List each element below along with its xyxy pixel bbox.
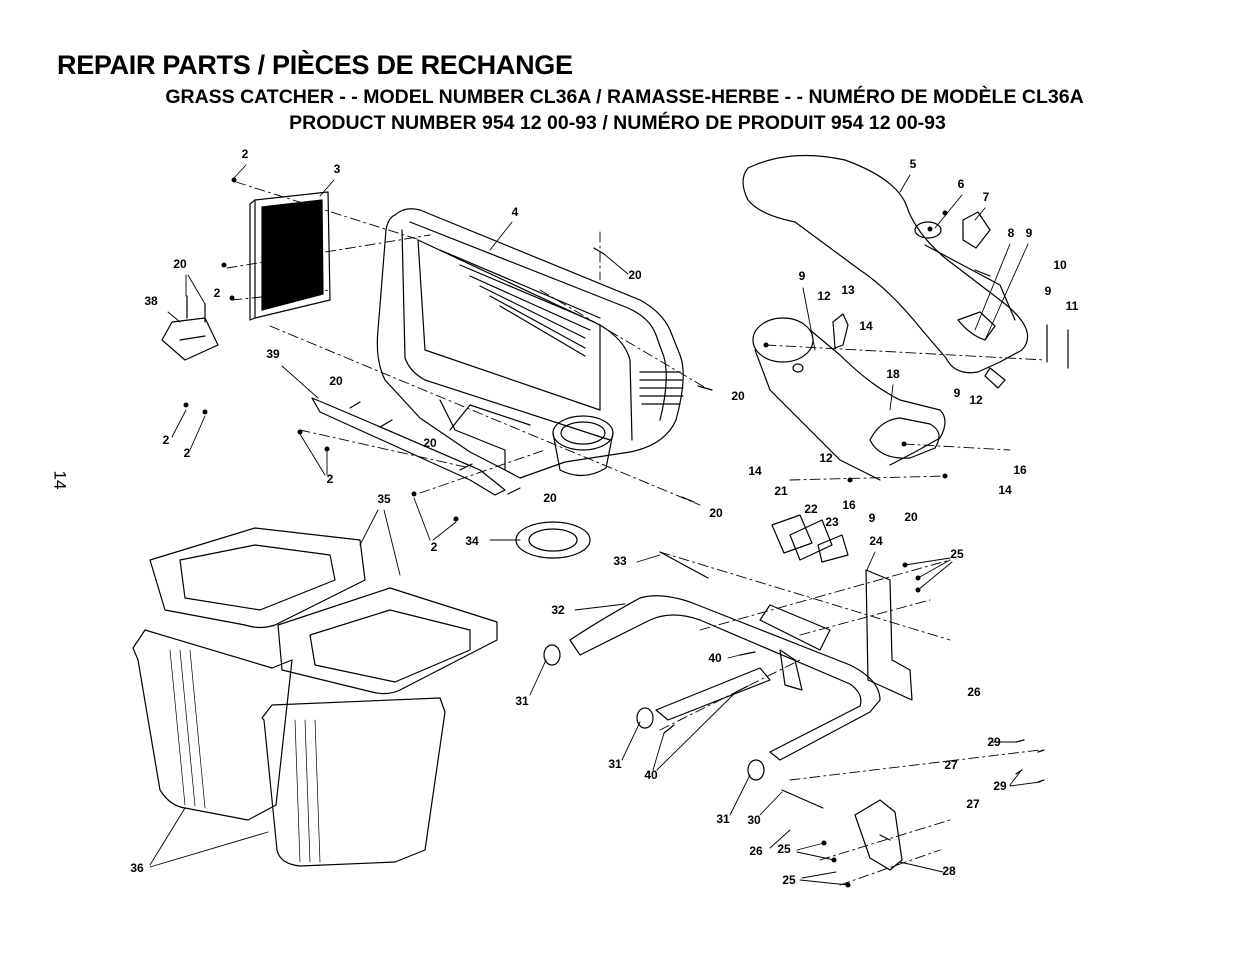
part-callout-29: 29	[987, 735, 1001, 749]
part-31-caps	[543, 644, 765, 781]
product-subtitle: PRODUCT NUMBER 954 12 00-93 / NUMÉRO DE …	[289, 112, 946, 134]
part-callout-20: 20	[329, 374, 343, 388]
part-callout-28: 28	[942, 864, 956, 878]
part-callout-9: 9	[1045, 284, 1052, 298]
part-callout-21: 21	[774, 484, 788, 498]
part-callout-34: 34	[465, 534, 479, 548]
part-callout-20: 20	[709, 506, 723, 520]
part-callout-12: 12	[817, 289, 831, 303]
part-callout-12: 12	[819, 451, 833, 465]
part-callout-8: 8	[1008, 226, 1015, 240]
part-36-bins	[132, 629, 446, 867]
part-callout-14: 14	[859, 319, 873, 333]
part-callout-9: 9	[1026, 226, 1033, 240]
part-callout-9: 9	[799, 269, 806, 283]
part-callout-2: 2	[242, 147, 249, 161]
part-callout-35: 35	[377, 492, 391, 506]
part-callout-40: 40	[644, 768, 658, 782]
part-callout-27: 27	[944, 758, 958, 772]
part-callout-40: 40	[708, 651, 722, 665]
part-callout-2: 2	[184, 446, 191, 460]
screws	[186, 247, 1069, 783]
part-callout-24: 24	[869, 534, 883, 548]
leader-lines	[149, 164, 1041, 886]
part-callout-4: 4	[512, 205, 519, 219]
part-callout-16: 16	[1013, 463, 1027, 477]
part-38-bracket	[161, 317, 219, 361]
part-callout-27: 27	[966, 797, 980, 811]
part-callout-32: 32	[551, 603, 565, 617]
part-30-pin	[781, 789, 824, 809]
part-callout-11: 11	[1066, 299, 1079, 313]
part-callout-33: 33	[613, 554, 627, 568]
part-callout-12: 12	[969, 393, 983, 407]
part-callout-2: 2	[431, 540, 438, 554]
part-callout-31: 31	[515, 694, 529, 708]
part-callout-20: 20	[628, 268, 642, 282]
part-callout-23: 23	[825, 515, 839, 529]
part-callout-2: 2	[163, 433, 170, 447]
part-callout-31: 31	[608, 757, 622, 771]
part-callout-25: 25	[950, 547, 964, 561]
part-34-ring	[515, 521, 591, 559]
part-33-rod	[659, 551, 709, 579]
part-5-chute	[742, 154, 1029, 389]
part-callout-30: 30	[747, 813, 761, 827]
part-callout-16: 16	[842, 498, 856, 512]
part-callout-26: 26	[749, 844, 763, 858]
part-callout-3: 3	[334, 162, 341, 176]
part-24-bracket	[865, 569, 913, 701]
part-callout-9: 9	[869, 511, 876, 525]
part-callout-31: 31	[716, 812, 730, 826]
part-callout-20: 20	[731, 389, 745, 403]
part-13-handle	[832, 313, 849, 349]
part-21-23-roller	[771, 514, 849, 563]
part-callout-20: 20	[173, 257, 187, 271]
page-title: REPAIR PARTS / PIÈCES DE RECHANGE	[57, 50, 573, 80]
part-callout-10: 10	[1053, 258, 1067, 272]
part-callout-7: 7	[983, 190, 990, 204]
part-callout-38: 38	[144, 294, 158, 308]
part-callout-9: 9	[954, 386, 961, 400]
part-32-frame	[569, 595, 881, 761]
part-callout-13: 13	[841, 283, 855, 297]
part-callout-20: 20	[904, 510, 918, 524]
part-7-latch	[962, 211, 991, 249]
part-callout-26: 26	[967, 685, 981, 699]
part-4-housing	[376, 208, 684, 479]
part-callout-22: 22	[804, 502, 818, 516]
part-callout-39: 39	[266, 347, 280, 361]
part-callout-25: 25	[777, 842, 791, 856]
part-callout-2: 2	[327, 472, 334, 486]
part-35-bags	[149, 527, 498, 695]
part-callout-5: 5	[910, 157, 917, 171]
part-callout-20: 20	[423, 436, 437, 450]
part-28-plate	[854, 799, 903, 871]
part-callout-36: 36	[130, 861, 144, 875]
part-callout-20: 20	[543, 491, 557, 505]
part-18-tube	[752, 317, 946, 481]
part-callout-14: 14	[748, 464, 762, 478]
alignment-lines	[226, 181, 1046, 886]
model-subtitle: GRASS CATCHER - - MODEL NUMBER CL36A / R…	[165, 86, 1084, 108]
part-callout-6: 6	[958, 177, 965, 191]
part-callout-25: 25	[782, 873, 796, 887]
part-callout-2: 2	[214, 286, 221, 300]
part-callout-29: 29	[993, 779, 1007, 793]
part-callout-14: 14	[998, 483, 1012, 497]
part-39-deflector	[311, 397, 506, 496]
part-callout-18: 18	[886, 367, 900, 381]
